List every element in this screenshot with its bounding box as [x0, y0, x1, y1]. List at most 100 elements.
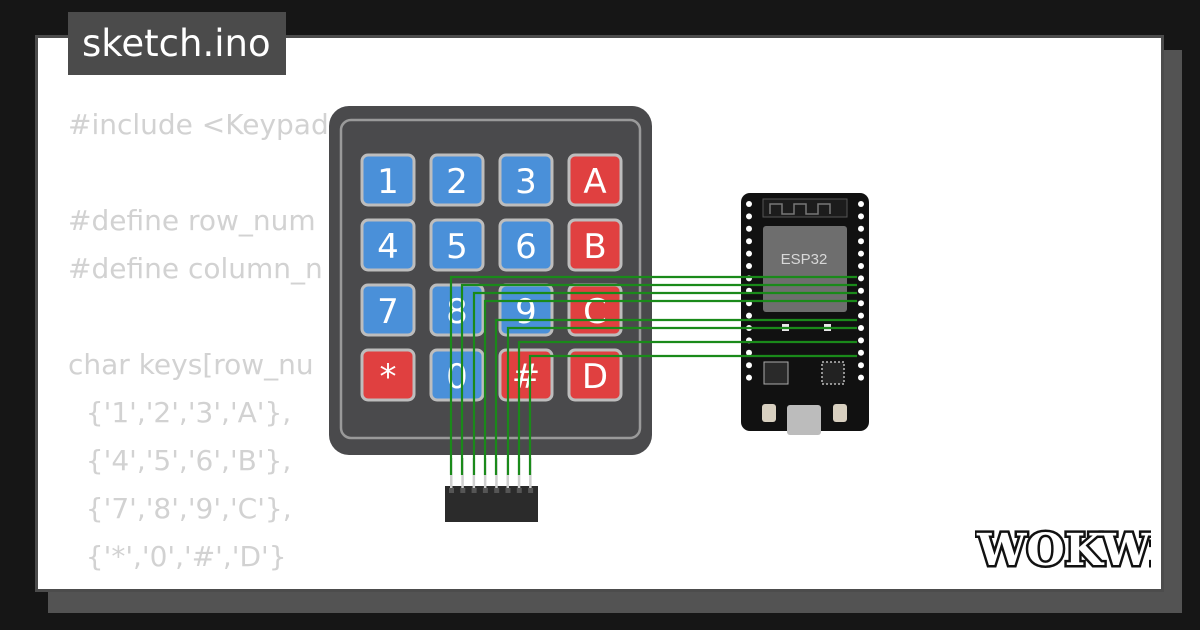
- file-tab[interactable]: sketch.ino: [68, 12, 286, 75]
- key-label: 1: [377, 162, 399, 202]
- key-cap: [567, 348, 623, 402]
- boot-button[interactable]: [833, 404, 847, 422]
- board-pin[interactable]: [746, 312, 752, 319]
- board-pin[interactable]: [858, 213, 864, 220]
- code-line: {'7','8','9','C'},: [68, 492, 292, 525]
- antenna-area: [762, 198, 848, 218]
- board-pin[interactable]: [858, 263, 864, 269]
- wire[interactable]: [483, 299, 857, 475]
- key-cap: [567, 153, 623, 207]
- key-label: #: [512, 357, 541, 397]
- board-pin[interactable]: [858, 325, 864, 331]
- board-pin[interactable]: [858, 225, 864, 232]
- keypad-key[interactable]: #: [498, 348, 554, 402]
- esp32-board[interactable]: ESP32: [741, 193, 869, 435]
- key-label: 4: [377, 227, 399, 267]
- key-cap: [498, 153, 554, 207]
- keypad-key[interactable]: 7: [360, 283, 416, 337]
- board-pin[interactable]: [746, 349, 752, 356]
- board-pin[interactable]: [858, 275, 864, 282]
- wokwi-logo: WOKWi WOKWi: [975, 523, 1151, 575]
- key-cap: [567, 218, 623, 272]
- key-cap: [429, 153, 485, 207]
- key-label: 7: [377, 292, 399, 332]
- key-label: 6: [515, 227, 537, 267]
- board-pin[interactable]: [858, 201, 864, 207]
- wire[interactable]: [494, 318, 857, 475]
- keypad-key[interactable]: 5: [429, 218, 485, 272]
- connector-slot: [494, 488, 500, 493]
- connector-slot: [449, 488, 454, 493]
- code-line: {'*','0','#','D'}: [68, 540, 287, 573]
- usb-uart-chip: [821, 361, 845, 385]
- keypad-key[interactable]: 0: [429, 348, 485, 402]
- board-pin[interactable]: [746, 263, 752, 269]
- usb-port: [787, 405, 821, 435]
- key-cap: [360, 218, 416, 272]
- board-pin[interactable]: [746, 250, 752, 257]
- wire[interactable]: [506, 326, 857, 475]
- key-label: 9: [515, 292, 537, 332]
- key-label: 5: [446, 227, 468, 267]
- wire[interactable]: [472, 291, 857, 475]
- wire[interactable]: [460, 283, 857, 475]
- keypad-key[interactable]: 2: [429, 153, 485, 207]
- key-label: *: [380, 357, 397, 397]
- board-pin[interactable]: [746, 225, 752, 232]
- code-line: {'1','2','3','A'},: [68, 396, 292, 429]
- code-preview: #include <Keypad#define row_num#define c…: [68, 101, 1068, 581]
- board-pin[interactable]: [858, 287, 864, 294]
- connector-slot: [482, 488, 488, 493]
- board-pin[interactable]: [746, 201, 752, 207]
- key-cap: [360, 153, 416, 207]
- key-label: 3: [515, 162, 537, 202]
- keypad-key[interactable]: B: [567, 218, 623, 272]
- code-line: char keys[row_nu: [68, 348, 314, 381]
- board-pin[interactable]: [746, 213, 752, 220]
- keypad-key[interactable]: A: [567, 153, 623, 207]
- keypad-border: [339, 118, 642, 440]
- board-pin[interactable]: [746, 374, 752, 381]
- voltage-regulator: [763, 361, 789, 385]
- connector-slot: [471, 488, 477, 493]
- board-pin[interactable]: [858, 300, 864, 307]
- board-pin[interactable]: [746, 238, 752, 245]
- key-cap: [498, 348, 554, 402]
- board-pin[interactable]: [858, 362, 864, 369]
- keypad-key[interactable]: *: [360, 348, 416, 402]
- board-pin[interactable]: [858, 250, 864, 257]
- board-pin[interactable]: [858, 337, 864, 344]
- connector-housing: [445, 486, 538, 522]
- keypad-key[interactable]: D: [567, 348, 623, 402]
- wire[interactable]: [517, 340, 857, 475]
- wokwi-logo-text: WOKWi: [976, 525, 1151, 574]
- keypad-key[interactable]: 6: [498, 218, 554, 272]
- board-pin[interactable]: [858, 374, 864, 381]
- wires: [449, 275, 857, 475]
- keypad-connector: [445, 458, 538, 522]
- keypad-key[interactable]: 3: [498, 153, 554, 207]
- connector-slot: [505, 488, 511, 493]
- board-pin[interactable]: [858, 238, 864, 245]
- board-pin[interactable]: [858, 312, 864, 319]
- keypad-key[interactable]: 1: [360, 153, 416, 207]
- wire[interactable]: [528, 354, 857, 475]
- code-line: #define column_n: [68, 252, 323, 285]
- connector-slot: [460, 488, 466, 493]
- esp32-module: [763, 226, 847, 312]
- key-label: 0: [446, 357, 468, 397]
- wire[interactable]: [449, 275, 857, 475]
- en-button[interactable]: [762, 404, 776, 422]
- key-cap: [498, 218, 554, 272]
- key-cap: [360, 348, 416, 402]
- keypad-key[interactable]: 4: [360, 218, 416, 272]
- board-pin[interactable]: [858, 349, 864, 356]
- board-pin[interactable]: [746, 362, 752, 369]
- key-label: A: [583, 162, 606, 202]
- key-cap: [429, 283, 485, 337]
- code-line: {'4','5','6','B'},: [68, 444, 292, 477]
- connector-slot: [528, 488, 534, 493]
- code-line: #define row_num: [68, 204, 316, 237]
